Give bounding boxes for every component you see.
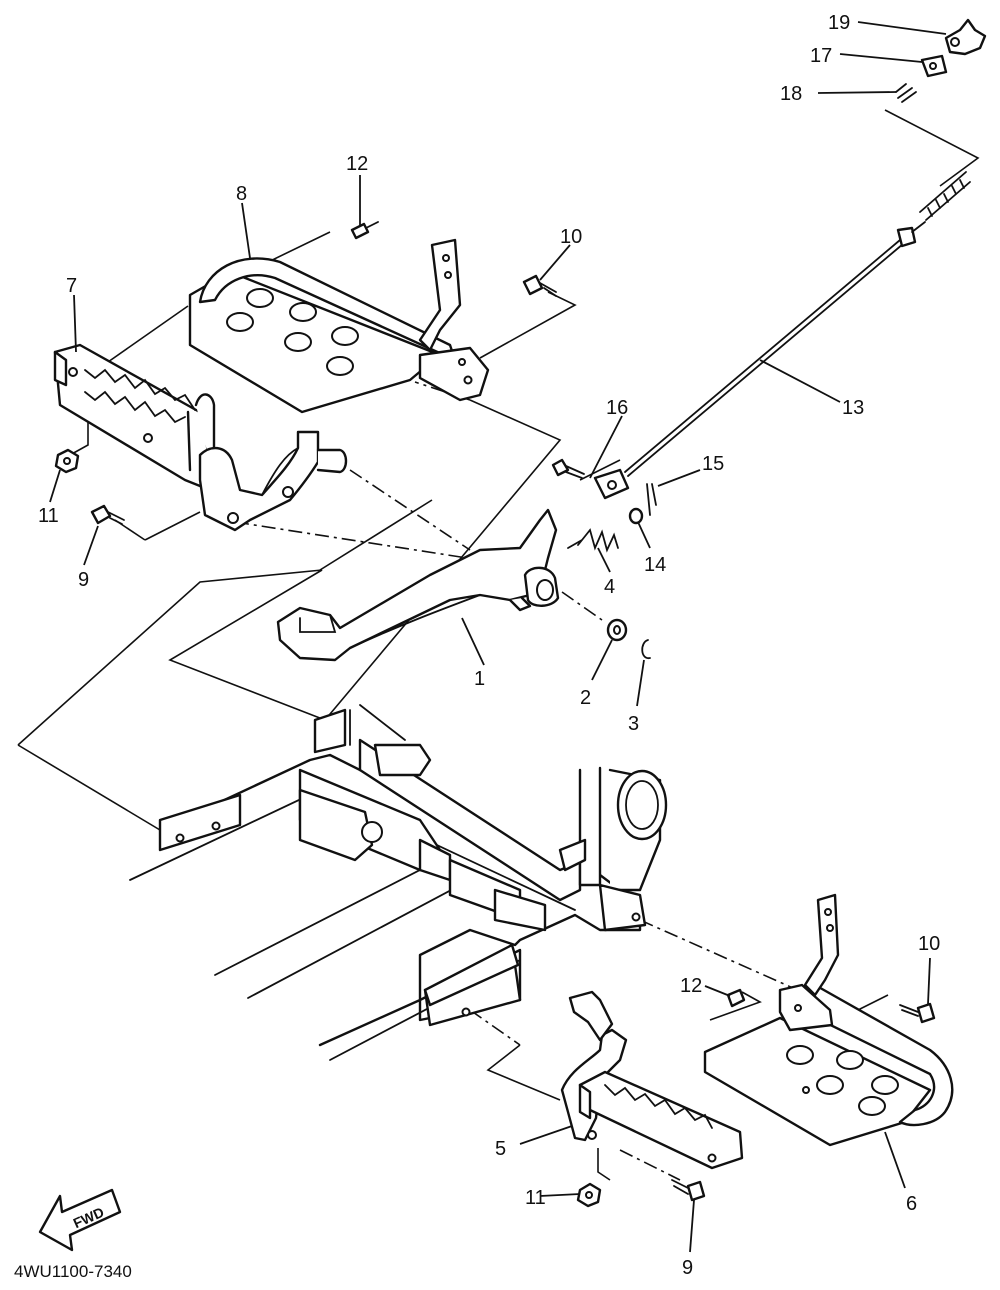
part-6-right-plate bbox=[703, 893, 954, 1147]
part-1-brake-pedal bbox=[276, 508, 560, 662]
callout-12b: 12 bbox=[680, 975, 702, 997]
callout-13: 13 bbox=[842, 397, 864, 419]
callout-19: 19 bbox=[828, 12, 850, 34]
callout-8: 8 bbox=[236, 183, 247, 205]
callout-16: 16 bbox=[606, 397, 628, 419]
part-8-footrest-plate bbox=[188, 238, 490, 414]
part-13-brake-cable bbox=[593, 171, 971, 500]
fasteners bbox=[54, 18, 987, 1208]
callout-4: 4 bbox=[604, 576, 615, 598]
vehicle-frame bbox=[129, 704, 668, 1061]
assembly-guide-lines bbox=[17, 109, 980, 1181]
callout-10a: 10 bbox=[560, 226, 582, 248]
callout-11a: 11 bbox=[38, 505, 59, 527]
callout-12a: 12 bbox=[346, 153, 368, 175]
part-right-footrest bbox=[578, 1070, 744, 1170]
callout-6: 6 bbox=[906, 1193, 917, 1215]
callout-labels: 1 2 3 4 5 6 7 8 9 9 10 10 11 11 12 12 13… bbox=[38, 12, 940, 1279]
callout-9a: 9 bbox=[78, 569, 89, 591]
part-7-left-footrest bbox=[53, 343, 216, 492]
callout-15: 15 bbox=[702, 453, 724, 475]
callout-1: 1 bbox=[474, 668, 485, 690]
callout-3: 3 bbox=[628, 713, 639, 735]
callout-14: 14 bbox=[644, 554, 666, 576]
part-bracket-upper bbox=[198, 430, 348, 532]
callout-10b: 10 bbox=[918, 933, 940, 955]
callout-17: 17 bbox=[810, 45, 832, 67]
callout-7: 7 bbox=[66, 275, 77, 297]
part-4-spring bbox=[567, 528, 619, 553]
fwd-direction-arrow: FWD bbox=[38, 1188, 122, 1252]
callout-5: 5 bbox=[495, 1138, 506, 1160]
callout-2: 2 bbox=[580, 687, 591, 709]
diagram-code: 4WU1100-7340 bbox=[14, 1262, 132, 1281]
callout-9b: 9 bbox=[682, 1257, 693, 1279]
callout-18: 18 bbox=[780, 83, 802, 105]
callout-11b: 11 bbox=[525, 1187, 546, 1209]
leader-lines bbox=[49, 21, 947, 1253]
